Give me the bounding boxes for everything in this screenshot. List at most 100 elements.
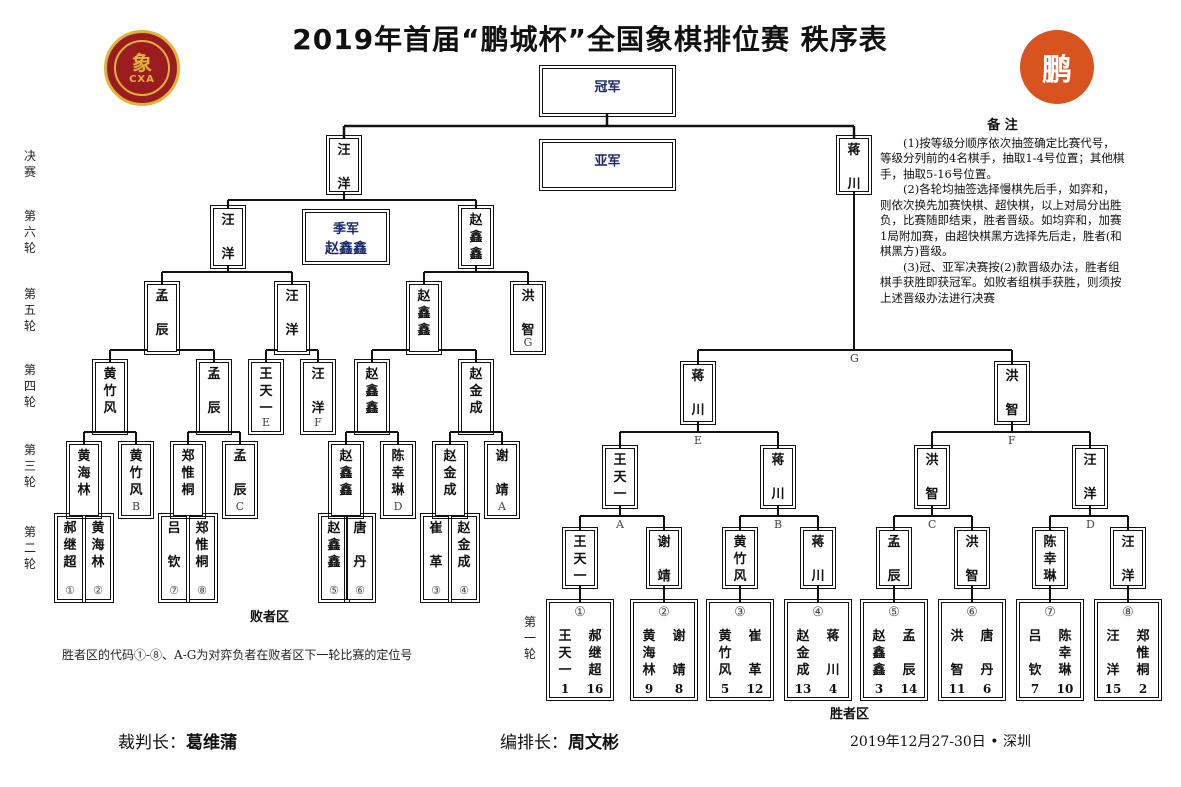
player-slot [458, 205, 494, 269]
loser-code-letter: E [694, 434, 703, 447]
player-name: 陈 幸 琳 [1058, 629, 1072, 678]
player-seed: 6 [982, 682, 992, 696]
player-name: 黄 海 林 [91, 521, 105, 570]
cxa-logo-text: CXA [129, 73, 155, 85]
loser-code-letter: B [774, 518, 783, 531]
player-name: 洪 智 [925, 453, 939, 502]
player-seed: 16 [586, 682, 604, 696]
slot-code: ② [93, 584, 103, 597]
player-name: 谢 靖 [657, 535, 671, 584]
player-name: 孟 辰 [207, 367, 221, 416]
match-box [630, 599, 698, 701]
player-name: 洪 智 [521, 289, 535, 338]
player-seed: 4 [828, 682, 838, 696]
match-code: ② [658, 605, 670, 620]
slot-code: D [393, 500, 403, 513]
player-slot [92, 359, 128, 435]
player-name: 孟 辰 [233, 449, 247, 498]
player-seed: 5 [720, 682, 730, 696]
loser-code-letter: C [928, 518, 937, 531]
chief-referee-label: 裁判长： [118, 733, 186, 753]
player-slot [484, 441, 520, 519]
player-slot [646, 527, 682, 589]
slot-code: B [131, 500, 141, 513]
arbiter: 编排长：周文彬 [500, 728, 619, 753]
slot-code: E [261, 416, 271, 429]
player-name: 蒋 川 [771, 453, 785, 502]
player-name: 洪 智 [950, 629, 964, 678]
player-name: 崔 革 [748, 629, 762, 678]
round-label: 第 六 轮 [23, 209, 36, 255]
player-name: 孟 辰 [902, 629, 916, 678]
player-slot [458, 359, 494, 435]
player-slot [914, 445, 950, 509]
slot-code: A [498, 500, 506, 513]
player-slot [222, 441, 258, 519]
player-slot [210, 205, 246, 269]
slot-code: ⑧ [197, 584, 207, 597]
match-box [706, 599, 774, 701]
notes-item: (1)按等级分顺序依次抽签确定比赛代号，等级分列前的4名棋手，抽取1-4号位置；… [880, 135, 1125, 181]
player-slot [170, 441, 206, 519]
player-name: 汪 洋 [1083, 453, 1097, 502]
match-code: ⑦ [1044, 605, 1056, 620]
round-label: 第 一 轮 [523, 615, 536, 661]
notes-heading: 备 注 [987, 118, 1018, 133]
player-name: 谢 靖 [672, 629, 686, 678]
match-box [546, 599, 614, 701]
player-name: 汪 洋 [1121, 535, 1135, 584]
slot-code: F [314, 416, 322, 429]
player-slot [420, 513, 452, 603]
round-label: 决 赛 [23, 149, 36, 179]
player-slot [274, 281, 310, 355]
notes-item: (2)各轮均抽签选择慢棋先后手，如弈和，则依次换先加赛快棋、超快棋，以上对局分出… [880, 182, 1122, 258]
round-label: 第 四 轮 [23, 363, 36, 409]
player-slot [118, 441, 154, 519]
player-slot [248, 359, 284, 435]
loser-code-letter: D [1086, 518, 1095, 531]
player-seed: 15 [1104, 682, 1122, 696]
player-name: 黄 竹 风 [103, 367, 117, 416]
player-name: 赵 鑫 鑫 [365, 367, 379, 416]
player-name: 洪 智 [1005, 369, 1019, 418]
player-seed: 10 [1056, 682, 1074, 696]
player-slot [800, 527, 836, 589]
player-name: 赵 金 成 [443, 449, 457, 498]
player-slot [326, 135, 362, 195]
player-name: 黄 海 林 [77, 449, 91, 498]
player-name: 赵 金 成 [457, 521, 471, 570]
arbiter-label: 编排长： [500, 733, 568, 753]
cxa-logo: 象 CXA [104, 30, 180, 106]
third-place-box [302, 209, 390, 265]
player-name: 汪 洋 [337, 143, 351, 192]
player-name: 陈 幸 琳 [1043, 535, 1057, 584]
player-name: 陈 幸 琳 [391, 449, 405, 498]
player-name: 蒋 川 [691, 369, 705, 418]
slot-code: ④ [459, 584, 469, 597]
player-slot [562, 527, 598, 589]
player-seed: 8 [674, 682, 684, 696]
player-seed: 1 [560, 682, 570, 696]
player-slot [66, 441, 102, 519]
player-name: 黄 竹 风 [129, 449, 143, 498]
player-slot [1110, 527, 1146, 589]
player-slot [144, 281, 180, 355]
slot-code: ⑤ [329, 584, 339, 597]
slot-code: ③ [431, 584, 441, 597]
player-name: 黄 竹 风 [718, 629, 732, 678]
player-slot [836, 135, 872, 195]
player-name: 郑 惟 桐 [195, 521, 209, 570]
player-name: 郝 继 超 [588, 629, 602, 678]
player-seed: 13 [794, 682, 812, 696]
player-name: 蒋 川 [826, 629, 840, 678]
player-seed: 14 [900, 682, 918, 696]
player-name: 郑 惟 桐 [1136, 629, 1150, 678]
player-seed: 9 [644, 682, 654, 696]
player-name: 赵 鑫 鑫 [417, 289, 431, 338]
player-slot [196, 359, 232, 435]
player-slot [954, 527, 990, 589]
runner-up-label: 亚军 [594, 154, 621, 169]
player-name: 蒋 川 [847, 143, 861, 192]
match-box [860, 599, 928, 701]
